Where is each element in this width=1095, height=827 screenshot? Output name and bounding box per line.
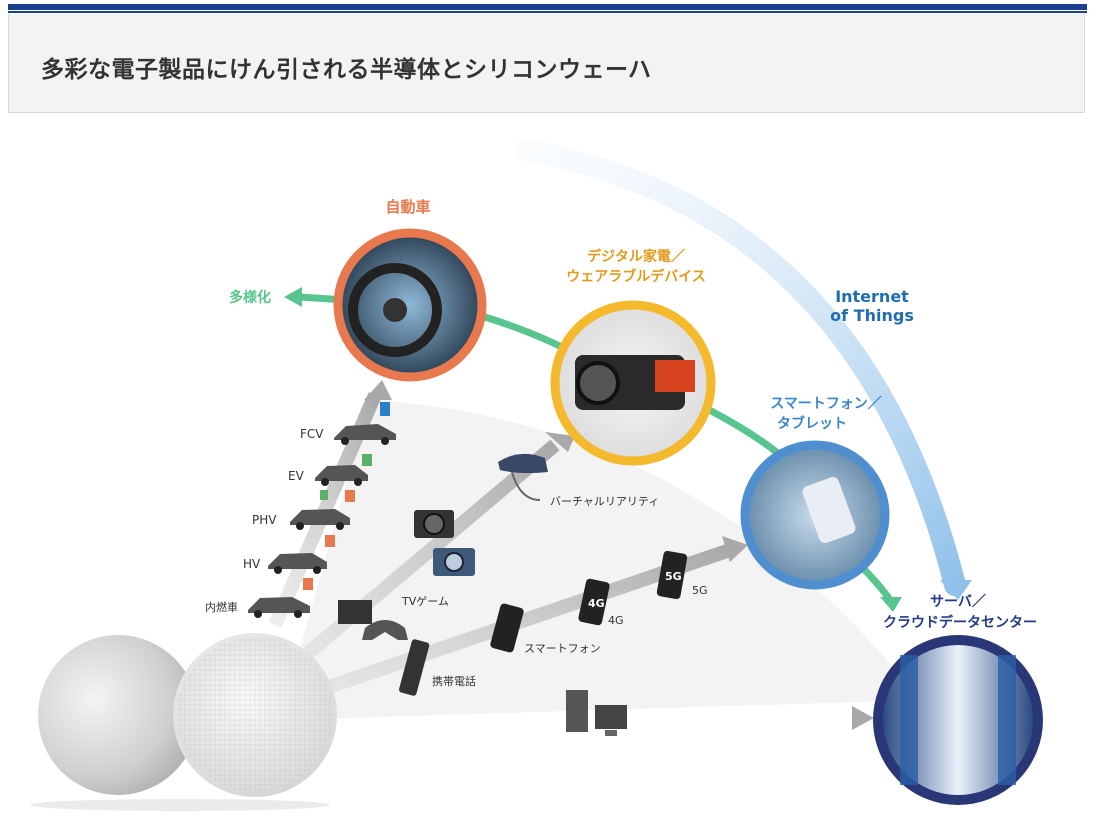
label-5g: 5G (692, 584, 708, 597)
label-server-line2: クラウドデータセンター (883, 614, 1037, 631)
camera-icon (414, 510, 454, 538)
label-iot-line2: of Things (830, 306, 914, 325)
label-fcv: FCV (300, 427, 324, 441)
label-ev: EV (288, 469, 305, 483)
car-ice-icon (248, 578, 313, 618)
label-hv: HV (243, 557, 261, 571)
car-hv-icon (268, 535, 335, 574)
label-smartphone: スマートフォン (524, 642, 601, 655)
label-ice: 内燃車 (205, 600, 238, 614)
server-rack-icon (900, 655, 918, 785)
label-smartphone-line2: タブレット (777, 415, 847, 432)
label-tv-game: TVゲーム (401, 595, 449, 608)
label-vr: バーチャルリアリティ (550, 495, 659, 508)
label-digital-line1: デジタル家電／ (587, 248, 685, 265)
label-feature-phone: 携帯電話 (432, 674, 476, 688)
label-diversification: 多様化 (229, 289, 271, 306)
svg-text:4G: 4G (588, 597, 605, 610)
label-server-line1: サーバ／ (930, 594, 986, 610)
compact-camera-icon (433, 548, 475, 576)
label-digital-line2: ウェアラブルデバイス (566, 268, 706, 285)
svg-text:5G: 5G (665, 570, 682, 583)
automobile-circle (338, 233, 482, 377)
tv-icon (338, 600, 372, 624)
label-automobile: 自動車 (385, 198, 430, 216)
label-smartphone-line1: スマートフォン／ (770, 396, 882, 412)
label-iot-line1: Internet (835, 287, 909, 306)
label-phv: PHV (252, 513, 277, 527)
label-4g: 4G (608, 614, 624, 627)
